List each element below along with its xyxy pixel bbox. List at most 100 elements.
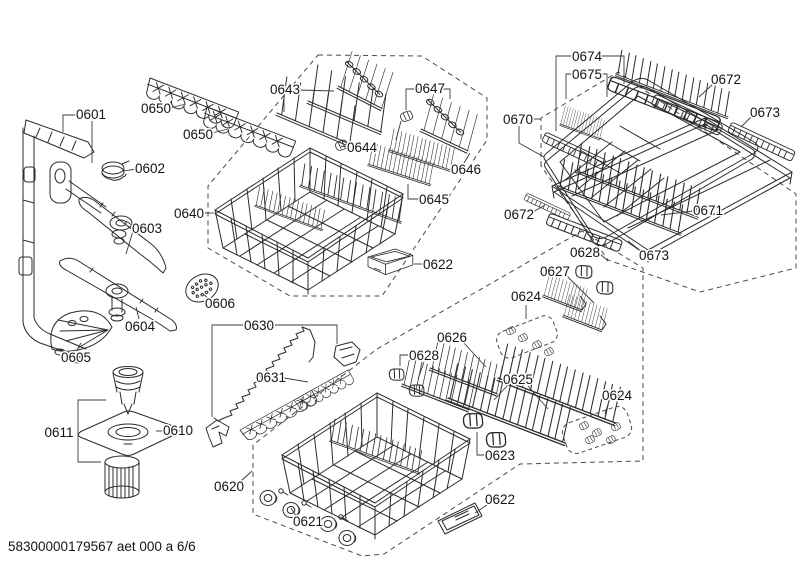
leader-0606: [201, 292, 210, 300]
callout-0610: 0610: [163, 423, 193, 438]
part-0643-tine-row-2: [301, 64, 397, 136]
part-0670-tray-tines-2: [553, 159, 692, 236]
part-0673-side-rail-right: [726, 121, 797, 162]
callout-0647: 0647: [415, 81, 445, 96]
leader-0628b: [597, 251, 609, 262]
leader-0628a: [399, 354, 412, 366]
leader-0674-b: [601, 55, 625, 84]
callout-0611: 0611: [44, 425, 73, 440]
callout-0627: 0627: [540, 264, 570, 279]
leader-0630: [211, 324, 247, 417]
callout-0626: 0626: [437, 330, 467, 345]
part-0603-upper-spray-arm: [49, 161, 167, 274]
part-0627-small-comb-1: [540, 273, 591, 313]
leader-0674: [555, 55, 573, 131]
part-0604-lower-spray-arm: [59, 257, 177, 332]
part-0621-axle-pin-1: [278, 488, 289, 496]
part-0622-small-tray: [367, 248, 414, 276]
leader-0650b: [211, 128, 229, 134]
part-0624-clip-kit-lower: [561, 406, 633, 454]
callout-0622-bottom: 0622: [485, 492, 515, 507]
callout-0670: 0670: [503, 112, 533, 127]
callout-0674: 0674: [572, 49, 603, 64]
callout-0605: 0605: [61, 350, 91, 365]
part-0670-cutlery-tray: [543, 77, 759, 246]
callout-0624-lower: 0624: [602, 388, 633, 403]
leader-0624b: [604, 400, 610, 415]
callout-0672-left: 0672: [504, 207, 534, 222]
callout-0628-top: 0628: [570, 245, 600, 260]
callout-0672-right: 0672: [711, 72, 741, 87]
part-0624-clip-kit-upper: [496, 315, 558, 359]
part-0624-kit-clip: [543, 346, 555, 357]
callout-0643: 0643: [270, 82, 300, 97]
part-0623-clip-2: [484, 429, 508, 450]
callout-0621: 0621: [293, 514, 323, 529]
callout-labels: 0601 0650 0650 0602 0603 0604 0605 0606 …: [43, 48, 782, 531]
part-0606-micro-filter-disc: [185, 273, 219, 303]
leader-0671: [660, 210, 694, 216]
callout-0673-bottom: 0673: [639, 248, 669, 263]
callout-0675: 0675: [572, 67, 602, 82]
part-0621-wheel-4: [338, 530, 357, 546]
group-boundary-upper-basket-0640: [207, 54, 488, 297]
part-0624-kit-clip: [517, 332, 529, 343]
callout-0602: 0602: [135, 161, 165, 176]
part-0624-kit-clip: [505, 325, 517, 336]
callout-0630: 0630: [244, 318, 274, 333]
callout-0623: 0623: [485, 448, 515, 463]
leader-0646: [463, 152, 471, 164]
leader-0647: [405, 88, 419, 110]
callout-0603: 0603: [132, 221, 162, 236]
part-0624-kit-clip: [610, 421, 622, 432]
callout-0624-upper: 0624: [511, 289, 542, 304]
leader-0631: [283, 377, 309, 383]
callout-0644: 0644: [347, 140, 378, 155]
group-boundary-third-rack-0670: [540, 71, 797, 293]
callout-0650-a: 0650: [141, 101, 171, 116]
leader-0627: [566, 275, 595, 304]
part-0670-tray-tines-1: [570, 143, 709, 220]
leader-0645: [407, 184, 421, 200]
part-0630-handle-wire: [205, 326, 361, 448]
part-0627-small-comb-2: [560, 293, 611, 333]
part-0621-axle-pin-2: [301, 500, 312, 508]
callout-0625: 0625: [503, 372, 533, 387]
callout-0628-left: 0628: [409, 348, 439, 363]
leader-0626: [462, 341, 487, 368]
leader-0604: [135, 306, 140, 320]
part-0621-wheel-1: [259, 490, 278, 506]
part-0611-filter-funnel-and-cylinder: [104, 366, 144, 499]
leader-0643-b: [298, 89, 335, 92]
part-0624-kit-clip: [578, 420, 590, 431]
leader-0623: [476, 432, 487, 456]
callout-0606: 0606: [205, 296, 235, 311]
leader-0673a: [740, 115, 753, 128]
part-0602-cap-nut: [101, 160, 130, 181]
callout-leader-lines: [62, 55, 753, 517]
part-0610-filter-base-plate: [77, 410, 180, 456]
part-0631-knife-shelf-1: [239, 389, 319, 443]
callout-0650-b: 0650: [183, 127, 213, 142]
callout-0673-right: 0673: [750, 105, 780, 120]
leader-0670-b: [518, 126, 545, 158]
callout-0645: 0645: [419, 192, 449, 207]
part-0624-kit-clip: [591, 427, 603, 438]
callout-0604: 0604: [125, 319, 156, 334]
callout-0640: 0640: [174, 206, 204, 221]
part-0640-upper-basket: [214, 147, 404, 295]
leader-0603: [125, 220, 134, 227]
leader-0675-b: [600, 73, 608, 97]
part-0671-rack-frame: [551, 117, 793, 263]
part-0644-clip-2: [399, 110, 414, 123]
part-0601-inlet-pipe: [18, 119, 95, 364]
leader-0625: [493, 384, 509, 401]
part-0624-kit-clip: [584, 434, 596, 445]
leader-0601: [62, 114, 79, 132]
callout-0622-middle: 0622: [423, 257, 453, 272]
part-0624-kit-clip: [531, 339, 543, 350]
part-0628-clip-top-2: [594, 278, 616, 297]
leader-0650a: [169, 103, 187, 109]
